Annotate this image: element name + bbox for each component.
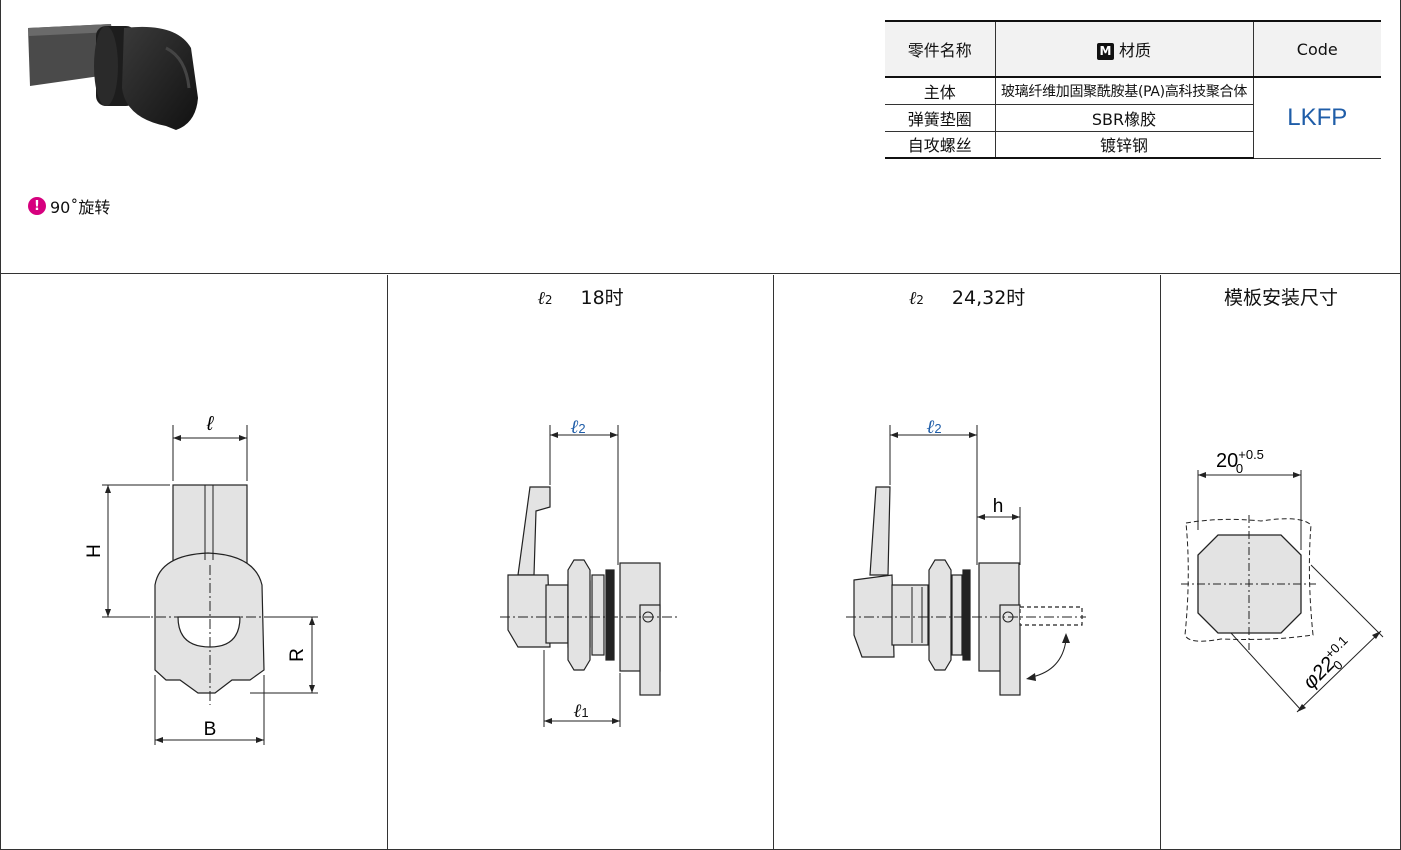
- title-ell-symbol: ℓ: [537, 288, 545, 309]
- part-cell: 主体: [885, 77, 996, 105]
- dim-r-label: R: [287, 648, 308, 662]
- dim-l2-label: ℓ2: [926, 416, 941, 438]
- feature-text: 90˚旋转: [50, 198, 111, 217]
- dim-l-label: ℓ: [206, 413, 215, 435]
- code-cell: LKFP: [1253, 77, 1381, 159]
- dim-l2-label: ℓ2: [570, 416, 585, 438]
- side-18-drawing: ℓ2 ℓ1: [500, 416, 680, 727]
- exclamation-badge-icon: !: [28, 197, 46, 215]
- material-badge-icon: M: [1096, 43, 1114, 60]
- header-material-label: 材质: [1118, 41, 1151, 60]
- material-cell: 玻璃纤维加固聚酰胺基(PA)高科技聚合体: [995, 77, 1254, 105]
- table-row: 主体 玻璃纤维加固聚酰胺基(PA)高科技聚合体 LKFP: [885, 77, 1381, 159]
- part-cell: 弹簧垫圈: [885, 104, 996, 132]
- dim-l1-label: ℓ1: [573, 700, 588, 722]
- title-ell-symbol: ℓ: [908, 288, 917, 309]
- panel-front-view: ℓ H R B: [0, 275, 388, 850]
- product-photo: [28, 24, 198, 130]
- title-text: 18时: [580, 287, 624, 309]
- part-cell: 自攻螺丝: [885, 131, 996, 159]
- table-row: 弹簧垫圈 SBR橡胶: [885, 104, 1381, 132]
- table-row: 自攻螺丝 镀锌钢: [885, 131, 1381, 159]
- dim-diameter-label: φ22+0.10: [1297, 633, 1361, 697]
- dim-h-label: H: [84, 544, 105, 558]
- panel-title: 模板安装尺寸: [1223, 287, 1338, 309]
- svg-text:φ22+0.10: φ22+0.10: [1297, 633, 1361, 697]
- front-view-drawing: ℓ H R B: [84, 413, 318, 745]
- side-24-32-drawing: ℓ2 h: [846, 416, 1086, 696]
- material-cell: 镀锌钢: [995, 131, 1254, 159]
- dim-h-label: h: [993, 496, 1004, 517]
- panel-title: ℓ2 18时: [388, 283, 773, 310]
- panel-side-18: ℓ2 18时: [388, 275, 774, 850]
- feature-note: ! 90˚旋转: [28, 194, 110, 218]
- title-text: 24,32时: [951, 287, 1026, 309]
- header-part-name: 零件名称: [885, 20, 996, 78]
- title-subscript: 2: [544, 293, 553, 307]
- header-code: Code: [1253, 20, 1381, 78]
- panel-title: ℓ2 24,32时: [774, 283, 1160, 310]
- title-subscript: 2: [916, 293, 924, 307]
- dim-b-label: B: [204, 719, 217, 740]
- material-cell: SBR橡胶: [995, 104, 1254, 132]
- panel-side-24-32: ℓ2 24,32时: [774, 275, 1161, 850]
